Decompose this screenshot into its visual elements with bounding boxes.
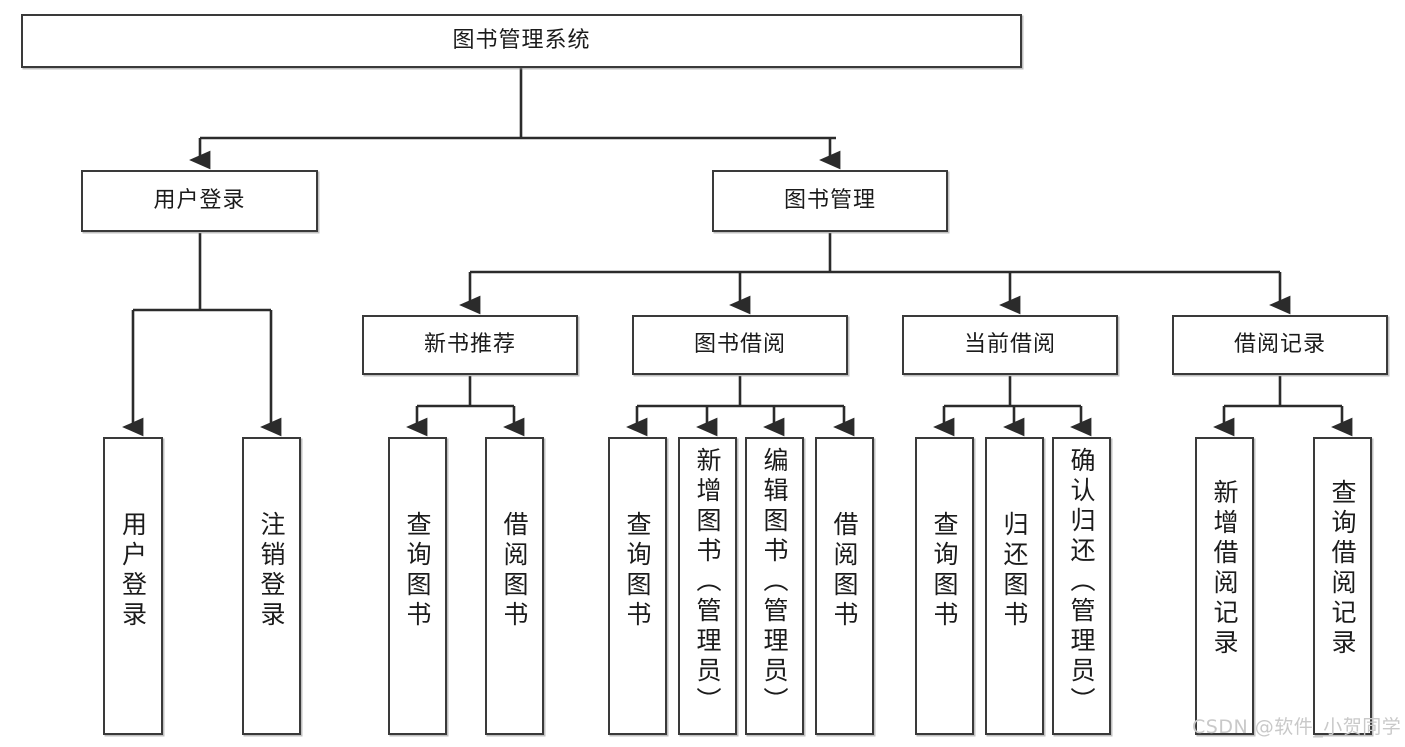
node-book-borrow[interactable]: 图书借阅 [632,315,848,375]
leaf-user-login[interactable]: 用户登录 [103,437,163,735]
leaf-return-book-label: 归还图书 [1000,511,1029,631]
leaf-query-book-3[interactable]: 查询图书 [915,437,974,735]
leaf-add-book-label: 新增图书（管理员） [693,447,722,717]
leaf-borrow-book-2[interactable]: 借阅图书 [815,437,874,735]
leaf-return-book[interactable]: 归还图书 [985,437,1044,735]
leaf-confirm-return[interactable]: 确认归还（管理员） [1052,437,1111,735]
node-book-manage-label: 图书管理 [783,188,876,214]
leaf-add-borrow-record[interactable]: 新增借阅记录 [1195,437,1254,735]
leaf-add-borrow-record-label: 新增借阅记录 [1210,479,1239,659]
leaf-user-login-label: 用户登录 [118,511,148,631]
node-current-borrow[interactable]: 当前借阅 [902,315,1118,375]
node-borrow-record-label: 借阅记录 [1233,332,1326,358]
node-root[interactable]: 图书管理系统 [21,14,1022,68]
leaf-query-borrow-record[interactable]: 查询借阅记录 [1313,437,1372,735]
node-current-borrow-label: 当前借阅 [963,332,1056,358]
leaf-query-book-1-label: 查询图书 [403,511,432,631]
leaf-edit-book[interactable]: 编辑图书（管理员） [745,437,804,735]
node-book-borrow-label: 图书借阅 [693,332,786,358]
leaf-borrow-book-1-label: 借阅图书 [500,511,529,631]
watermark: CSDN @软件_小贺同学 [1192,716,1402,738]
leaf-confirm-return-label: 确认归还（管理员） [1067,447,1096,717]
node-new-book-recommend[interactable]: 新书推荐 [362,315,578,375]
leaf-query-book-1[interactable]: 查询图书 [388,437,447,735]
leaf-borrow-book-1[interactable]: 借阅图书 [485,437,544,735]
node-borrow-record[interactable]: 借阅记录 [1172,315,1388,375]
leaf-edit-book-label: 编辑图书（管理员） [760,447,789,717]
leaf-logout[interactable]: 注销登录 [242,437,301,735]
leaf-query-book-3-label: 查询图书 [930,511,959,631]
leaf-add-book[interactable]: 新增图书（管理员） [678,437,737,735]
leaf-query-borrow-record-label: 查询借阅记录 [1328,479,1357,659]
leaf-borrow-book-2-label: 借阅图书 [830,511,859,631]
node-book-manage[interactable]: 图书管理 [712,170,948,232]
node-user-login-label: 用户登录 [153,188,246,214]
node-user-login[interactable]: 用户登录 [81,170,318,232]
node-new-book-recommend-label: 新书推荐 [423,332,516,358]
leaf-logout-label: 注销登录 [257,511,286,631]
leaf-query-book-2[interactable]: 查询图书 [608,437,667,735]
node-root-label: 图书管理系统 [452,28,591,54]
leaf-query-book-2-label: 查询图书 [623,511,652,631]
